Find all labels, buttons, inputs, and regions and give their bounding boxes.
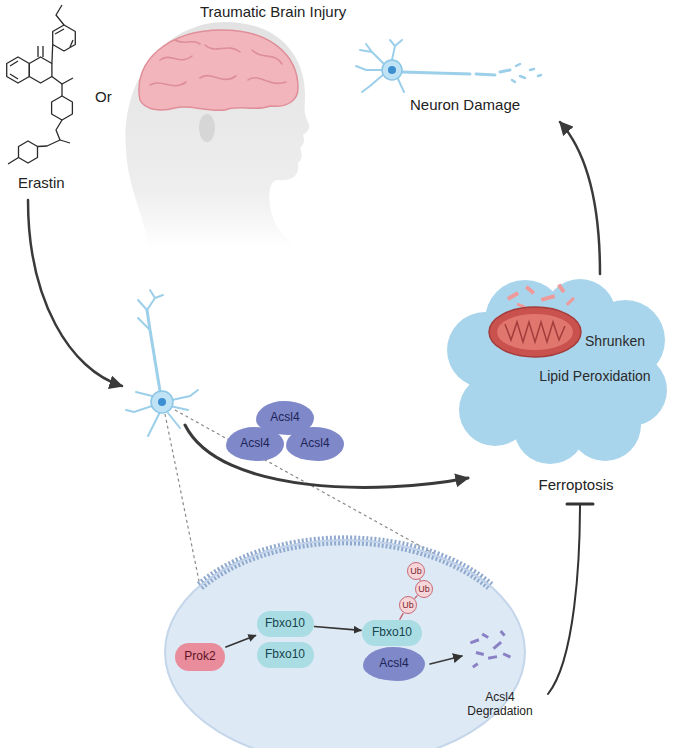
erastin-structure (61, 84, 62, 96)
pathway-arrows (560, 122, 600, 274)
ubiquitin-circle: Ub (399, 596, 417, 614)
acsl4-blob: Acsl4 (286, 427, 344, 461)
connector (314, 626, 361, 630)
damaged-neuron (402, 72, 470, 74)
degradation-fragments (476, 651, 485, 656)
cloud-shape (505, 322, 565, 342)
ubiquitin-circle: Ub (407, 562, 425, 580)
node-text: Ub (418, 584, 430, 594)
damaged-neuron (512, 64, 541, 82)
fbxo10-pill: Fbxo10 (362, 620, 422, 646)
acsl4-blob: Acsl4 (363, 647, 425, 681)
cloud-shape (507, 284, 575, 309)
erastin-structure (60, 140, 70, 143)
degradation-fragments (472, 662, 479, 668)
node-text: Acsl4 (240, 437, 269, 451)
damaged-neuron (382, 60, 402, 80)
brain (139, 30, 298, 110)
degradation-fragments (500, 630, 506, 637)
cell-detail (200, 540, 490, 586)
erastin-structure (38, 120, 63, 147)
connector (400, 614, 403, 619)
text-label: Traumatic Brain Injury (200, 3, 346, 21)
cloud-shape (557, 284, 565, 294)
degradation-fragments (470, 630, 511, 668)
cloud-shape (566, 297, 575, 306)
degradation-fragments (503, 652, 512, 658)
node-text: Shrunken (585, 333, 645, 350)
cloud-shape (447, 279, 667, 464)
node-text: Acsl4 (300, 437, 329, 451)
inhibition-line (567, 503, 593, 506)
degradation-fragments (493, 641, 503, 650)
degradation-fragments (481, 633, 489, 639)
erastin-structure (56, 5, 64, 25)
erastin-structure (7, 5, 76, 164)
cell-detail (200, 540, 490, 586)
prok2-pill: Prok2 (175, 643, 225, 671)
damaged-neuron (356, 40, 404, 92)
cloud-shape (541, 294, 556, 301)
erastin-structure (19, 141, 38, 163)
neuron (138, 290, 163, 330)
node-text: Ferroptosis (538, 476, 613, 494)
node-text: Fbxo10 (265, 648, 305, 662)
node-text: Ub (410, 566, 422, 576)
ubiquitin-circle: Ub (415, 580, 433, 598)
erastin-structure (52, 96, 73, 120)
node-text: Acsl4 (379, 657, 408, 671)
text-label: Neuron Damage (410, 96, 520, 114)
node-text: Fbxo10 (372, 626, 412, 640)
pathway-arrows (28, 200, 122, 386)
neuron (151, 391, 173, 413)
erastin-structure (52, 77, 73, 85)
degradation-fragments (470, 638, 479, 644)
inhibition-line (548, 504, 593, 694)
head-silhouette (125, 22, 309, 248)
connector (415, 596, 417, 598)
erastin-structure (29, 57, 52, 83)
erastin-structure (8, 158, 19, 165)
text-label: Or (95, 88, 112, 106)
head-silhouette (125, 22, 309, 248)
head-silhouette (199, 114, 215, 142)
cloud-shape (507, 291, 519, 300)
text-label: Erastin (18, 174, 65, 192)
node-text: Lipid Peroxidation (539, 368, 650, 385)
cloud-shape (525, 285, 535, 294)
pathway-arrows (185, 425, 468, 487)
damaged-neuron (476, 70, 510, 75)
ferroptosis-cloud: ShrunkenLipid PeroxidationFerroptosis (445, 280, 670, 465)
erastin-structure (53, 25, 76, 51)
erastin-structure (10, 29, 73, 79)
fbxo10-pill: Fbxo10 (257, 642, 314, 668)
node-text: Fbxo10 (265, 617, 305, 631)
node-text: Ub (402, 600, 414, 610)
erastin-structure (7, 57, 30, 83)
damaged-neuron (356, 40, 541, 92)
inhibition-line (548, 504, 580, 694)
neuron (158, 398, 166, 406)
pathway-arrows (430, 656, 462, 664)
cloud-shape (497, 314, 573, 350)
damaged-neuron (388, 66, 396, 74)
connector (226, 635, 256, 647)
cloud-shape (489, 307, 581, 357)
brain (150, 40, 286, 86)
node-text: Acsl4 (270, 411, 299, 425)
neuron (147, 310, 160, 391)
neuron (126, 290, 198, 436)
erastin-structure (51, 45, 53, 64)
acsl4-blob: Acsl4 (226, 427, 284, 461)
brain (139, 30, 298, 110)
text-label: Acsl4 Degradation (460, 690, 540, 719)
erastin-structure (38, 46, 43, 57)
degradation-fragments (488, 655, 497, 660)
node-text: Prok2 (184, 650, 215, 664)
fbxo10-pill: Fbxo10 (257, 611, 314, 637)
